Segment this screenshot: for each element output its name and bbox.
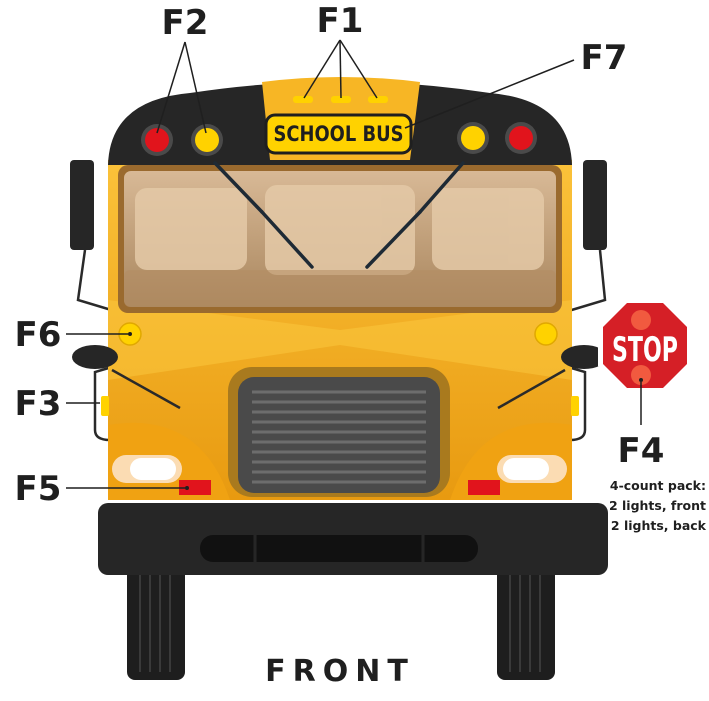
label-f3: F3 bbox=[15, 384, 62, 424]
note-line-1: 4-count pack: bbox=[610, 478, 706, 493]
right-amber-warning-light bbox=[461, 126, 485, 150]
left-side-marker-light bbox=[101, 396, 109, 416]
right-red-reflector bbox=[468, 480, 500, 495]
right-side-marker-light bbox=[571, 396, 579, 416]
grille bbox=[238, 377, 440, 493]
left-amber-warning-light bbox=[195, 128, 219, 152]
clearance-light-1 bbox=[293, 96, 313, 103]
label-f1: F1 bbox=[317, 1, 364, 41]
label-f5: F5 bbox=[15, 469, 62, 509]
label-f2: F2 bbox=[162, 3, 209, 43]
school-bus-sign-text: SCHOOL BUS bbox=[274, 122, 404, 146]
label-f6: F6 bbox=[15, 315, 62, 355]
label-f7: F7 bbox=[581, 38, 628, 78]
note-line-3: 2 lights, back bbox=[611, 518, 707, 533]
right-red-warning-light bbox=[509, 126, 533, 150]
clearance-light-3 bbox=[368, 96, 388, 103]
note-line-2: 2 lights, front bbox=[609, 498, 706, 513]
stop-sign-top-light bbox=[631, 310, 651, 330]
right-side-mirror bbox=[583, 160, 607, 250]
left-crossover-mirror bbox=[72, 345, 118, 369]
bus-seats bbox=[135, 185, 544, 275]
bumper-slot bbox=[200, 535, 478, 562]
left-side-mirror bbox=[70, 160, 94, 250]
left-headlight bbox=[130, 458, 176, 480]
stop-sign-text: STOP bbox=[612, 330, 678, 370]
front-caption: FRONT bbox=[265, 654, 415, 689]
label-f4: F4 bbox=[618, 431, 665, 471]
right-turn-signal-light bbox=[535, 323, 557, 345]
right-headlight bbox=[503, 458, 549, 480]
